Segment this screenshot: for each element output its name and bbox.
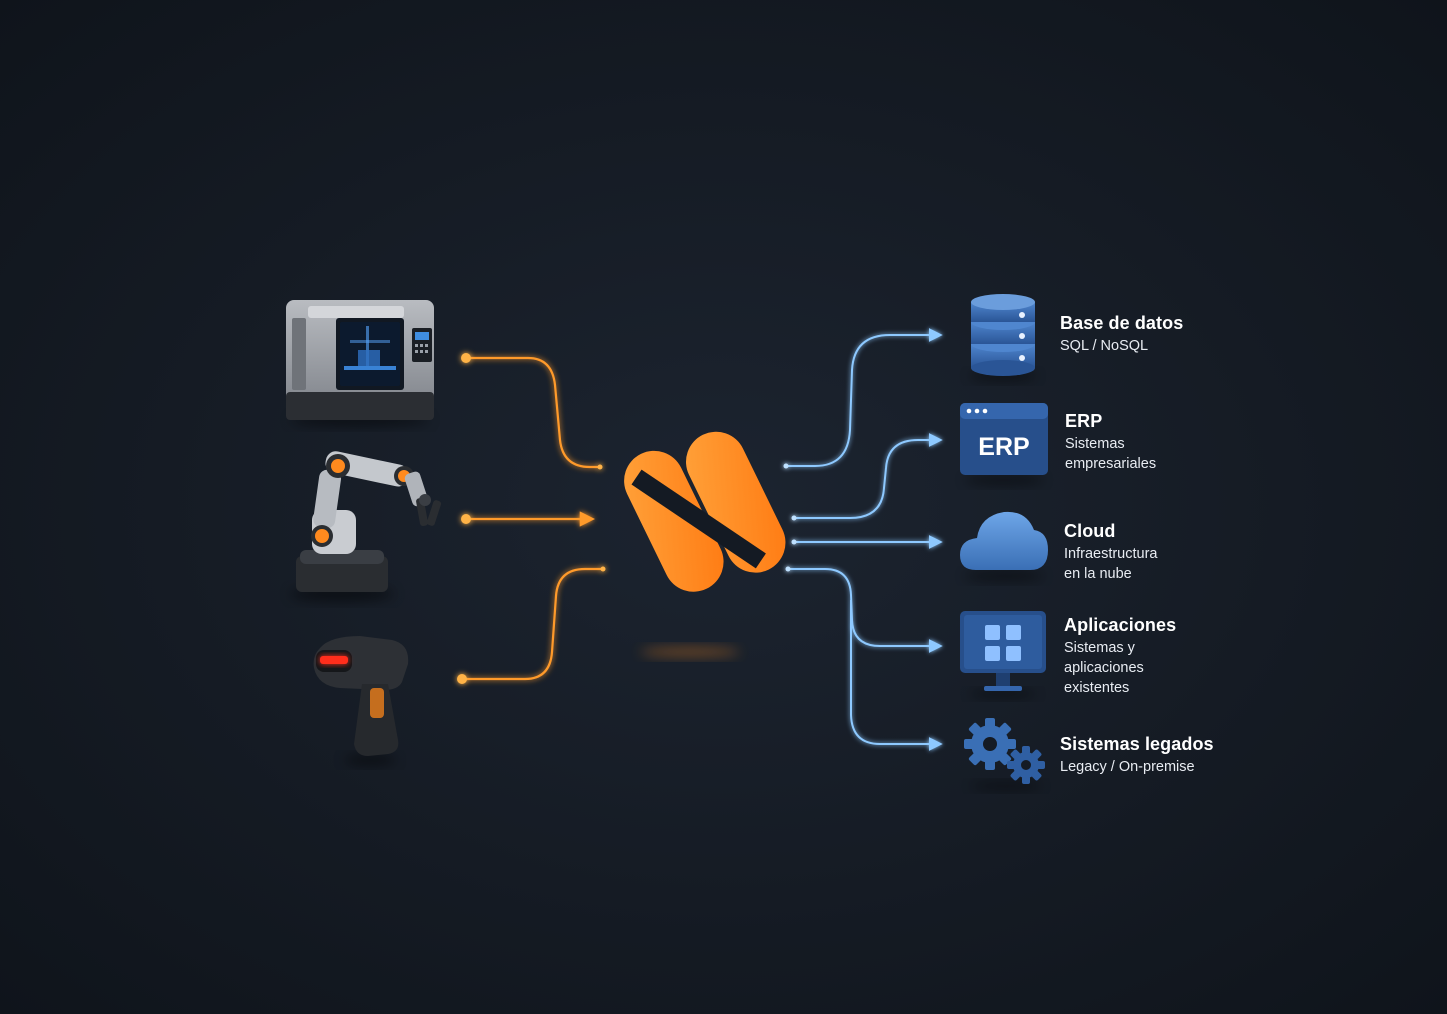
connector-apps xyxy=(788,568,943,653)
connector-scanner xyxy=(462,567,603,681)
legacy-title: Sistemas legados xyxy=(1060,734,1214,754)
label-database: Base de datos SQL / NoSQL xyxy=(1060,312,1183,356)
connector-legacy xyxy=(850,600,943,751)
label-cloud: Cloud Infraestructura en la nube xyxy=(1064,520,1158,584)
orange-s-logo-icon xyxy=(624,431,786,657)
label-apps: Aplicaciones Sistemas y aplicaciones exi… xyxy=(1064,614,1176,698)
erp-subtitle: Sistemas empresariales xyxy=(1065,436,1157,472)
database-subtitle: SQL / NoSQL xyxy=(1060,338,1149,354)
input-connector-dots xyxy=(457,353,606,684)
label-legacy: Sistemas legados Legacy / On-premise xyxy=(1060,733,1214,777)
input-connectors xyxy=(462,356,603,681)
connector-printer xyxy=(466,356,600,469)
output-connector-dots xyxy=(783,463,797,572)
cloud-title: Cloud xyxy=(1064,521,1116,541)
erp-window-icon: ERP xyxy=(960,403,1048,485)
gears-icon xyxy=(964,718,1045,790)
barcode-scanner-icon xyxy=(313,636,409,765)
apps-title: Aplicaciones xyxy=(1064,615,1177,635)
3d-printer-icon xyxy=(286,300,434,426)
erp-icon-text: ERP xyxy=(978,433,1029,461)
connector-erp xyxy=(794,433,943,519)
cloud-icon xyxy=(960,511,1048,581)
legacy-subtitle: Legacy / On-premise xyxy=(1060,759,1195,775)
monitor-apps-icon xyxy=(960,611,1046,698)
label-erp: ERP Sistemas empresariales xyxy=(1065,410,1156,474)
output-connectors xyxy=(786,328,943,751)
robot-arm-icon xyxy=(290,451,442,601)
cloud-subtitle: Infraestructura en la nube xyxy=(1064,546,1158,582)
connector-database xyxy=(786,328,943,467)
apps-subtitle: Sistemas y aplicaciones existentes xyxy=(1064,640,1144,696)
database-title: Base de datos xyxy=(1060,313,1184,333)
erp-title: ERP xyxy=(1065,411,1103,431)
database-icon xyxy=(969,294,1037,381)
